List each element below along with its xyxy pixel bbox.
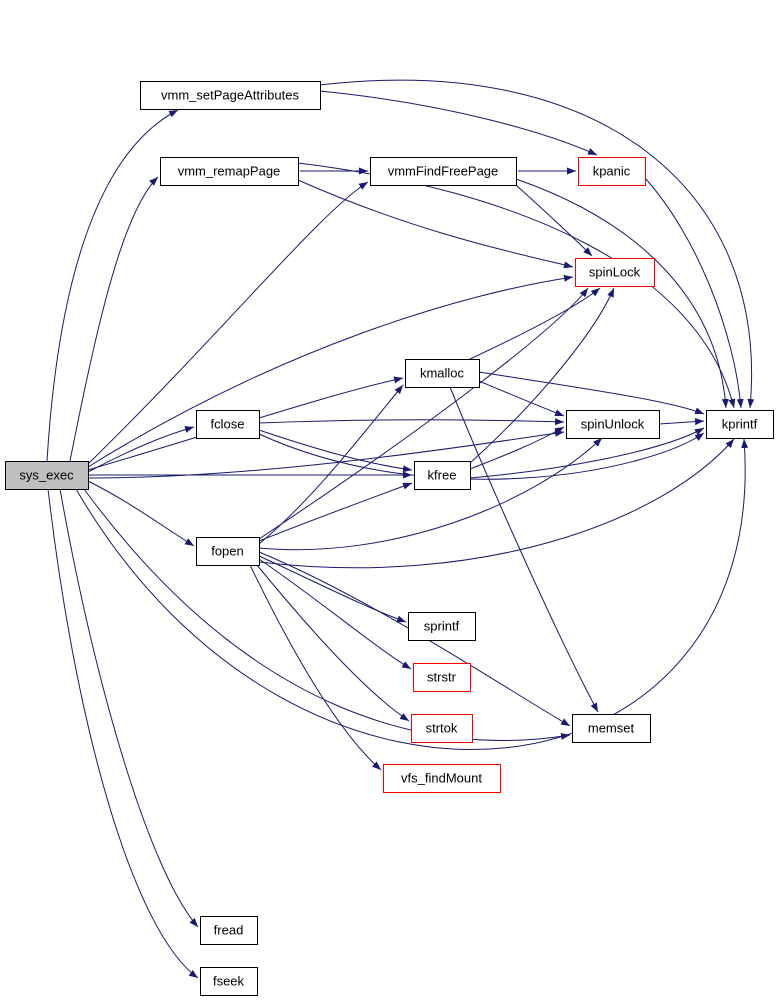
edge-vmmFindFreePage-kprintf xyxy=(515,178,729,409)
edge-kfree-spinLock xyxy=(469,287,615,464)
edge-sys_exec-fseek xyxy=(47,488,199,979)
node-box xyxy=(706,410,774,439)
node-label: vmmFindFreePage xyxy=(388,164,499,179)
node-box xyxy=(5,461,89,490)
node-box xyxy=(575,258,655,287)
node-spinLock[interactable]: spinLock xyxy=(575,258,655,287)
edge-sys_exec-vmm_remapPage xyxy=(69,176,159,462)
node-sprintf[interactable]: sprintf xyxy=(408,612,476,641)
node-fread[interactable]: fread xyxy=(200,916,258,945)
node-box xyxy=(405,359,480,388)
edge-fopen-vfs_findMount xyxy=(249,564,382,771)
node-vfs_findMount[interactable]: vfs_findMount xyxy=(383,764,501,793)
node-kmalloc[interactable]: kmalloc xyxy=(405,359,480,388)
edge-kmalloc-kprintf xyxy=(478,371,705,415)
edge-fclose-spinUnlock xyxy=(258,418,565,426)
node-strstr[interactable]: strstr xyxy=(413,663,471,692)
node-label: spinUnlock xyxy=(581,417,645,432)
node-box xyxy=(383,764,501,793)
node-label: sprintf xyxy=(424,619,460,634)
edge-sys_exec-kprintf xyxy=(75,438,749,750)
node-kpanic[interactable]: kpanic xyxy=(578,157,646,186)
node-label: fseek xyxy=(213,974,245,989)
edge-sys_exec-spinUnlock xyxy=(87,429,565,479)
edge-fclose-kfree xyxy=(258,429,413,473)
edge-fopen-spinUnlock xyxy=(258,437,603,551)
node-strtok[interactable]: strtok xyxy=(411,714,473,743)
edge-sys_exec-fclose xyxy=(87,426,195,473)
edge-fopen-strtok xyxy=(256,564,410,722)
edge-vmm_remapPage-spinLock xyxy=(297,179,574,269)
node-fclose[interactable]: fclose xyxy=(196,410,260,439)
edge-fopen-kmalloc xyxy=(258,384,404,545)
node-box xyxy=(411,714,473,743)
node-box xyxy=(160,157,299,186)
edge-kfree-spinUnlock xyxy=(469,426,565,470)
node-label: kmalloc xyxy=(420,366,465,381)
node-vmmFindFreePage[interactable]: vmmFindFreePage xyxy=(370,157,517,186)
edge-sys_exec-spinLock xyxy=(87,274,574,468)
edge-sys_exec-memset xyxy=(83,488,571,741)
node-label: vfs_findMount xyxy=(401,771,482,786)
edge-fopen-kprintf xyxy=(258,438,735,569)
node-label: vmm_setPageAttributes xyxy=(161,88,300,103)
edge-sys_exec-vmm_setPageAttributes xyxy=(46,109,179,462)
edge-sys_exec-fopen xyxy=(87,480,195,547)
edge-kmalloc-memset xyxy=(449,386,599,713)
node-box xyxy=(414,461,471,490)
node-sys_exec[interactable]: sys_exec xyxy=(5,461,89,490)
node-vmm_remapPage[interactable]: vmm_remapPage xyxy=(160,157,299,186)
node-label: strstr xyxy=(427,670,457,685)
node-box xyxy=(566,410,660,439)
node-label: kfree xyxy=(428,468,457,483)
node-label: sys_exec xyxy=(19,468,74,483)
edge-sys_exec-vmmFindFreePage xyxy=(87,181,369,465)
node-label: kprintf xyxy=(722,417,758,432)
node-label: strtok xyxy=(426,721,458,736)
edge-fopen-kfree xyxy=(258,482,413,542)
node-label: fopen xyxy=(211,544,244,559)
edge-vmmFindFreePage-spinLock xyxy=(515,184,593,257)
edge-fopen-strstr xyxy=(258,558,412,670)
edge-vmm_setPageAttributes-kpanic xyxy=(319,90,598,156)
edge-fopen-spinLock xyxy=(258,287,589,540)
node-box xyxy=(413,663,471,692)
node-fopen[interactable]: fopen xyxy=(196,537,260,566)
edge-spinUnlock-kprintf xyxy=(658,418,705,426)
node-label: fread xyxy=(214,923,244,938)
node-box xyxy=(196,410,260,439)
node-box xyxy=(196,537,260,566)
edge-vmm_setPageAttributes-kprintf xyxy=(319,79,755,409)
edge-vmm_remapPage-kprintf xyxy=(297,162,736,409)
node-box xyxy=(408,612,476,641)
node-box xyxy=(578,157,646,186)
edge-sys_exec-kmalloc xyxy=(87,376,404,471)
node-memset[interactable]: memset xyxy=(572,714,651,743)
node-box xyxy=(572,714,651,743)
node-kfree[interactable]: kfree xyxy=(414,461,471,490)
node-box xyxy=(140,81,321,110)
node-label: fclose xyxy=(211,417,245,432)
edge-fclose-kprintf xyxy=(258,432,705,480)
node-label: memset xyxy=(588,721,635,736)
node-vmm_setPageAttributes[interactable]: vmm_setPageAttributes xyxy=(140,81,321,110)
edge-kpanic-kprintf xyxy=(644,177,744,409)
edge-sys_exec-fread xyxy=(59,488,199,928)
node-label: kpanic xyxy=(593,164,631,179)
edge-kmalloc-spinUnlock xyxy=(478,380,565,417)
node-label: spinLock xyxy=(589,265,641,280)
node-box xyxy=(370,157,517,186)
node-kprintf[interactable]: kprintf xyxy=(706,410,774,439)
edge-kfree-kprintf xyxy=(469,427,705,479)
node-spinUnlock[interactable]: spinUnlock xyxy=(566,410,660,439)
node-label: vmm_remapPage xyxy=(178,164,281,179)
node-box xyxy=(200,967,258,996)
node-fseek[interactable]: fseek xyxy=(200,967,258,996)
edge-kmalloc-spinLock xyxy=(469,287,601,360)
node-box xyxy=(200,916,258,945)
